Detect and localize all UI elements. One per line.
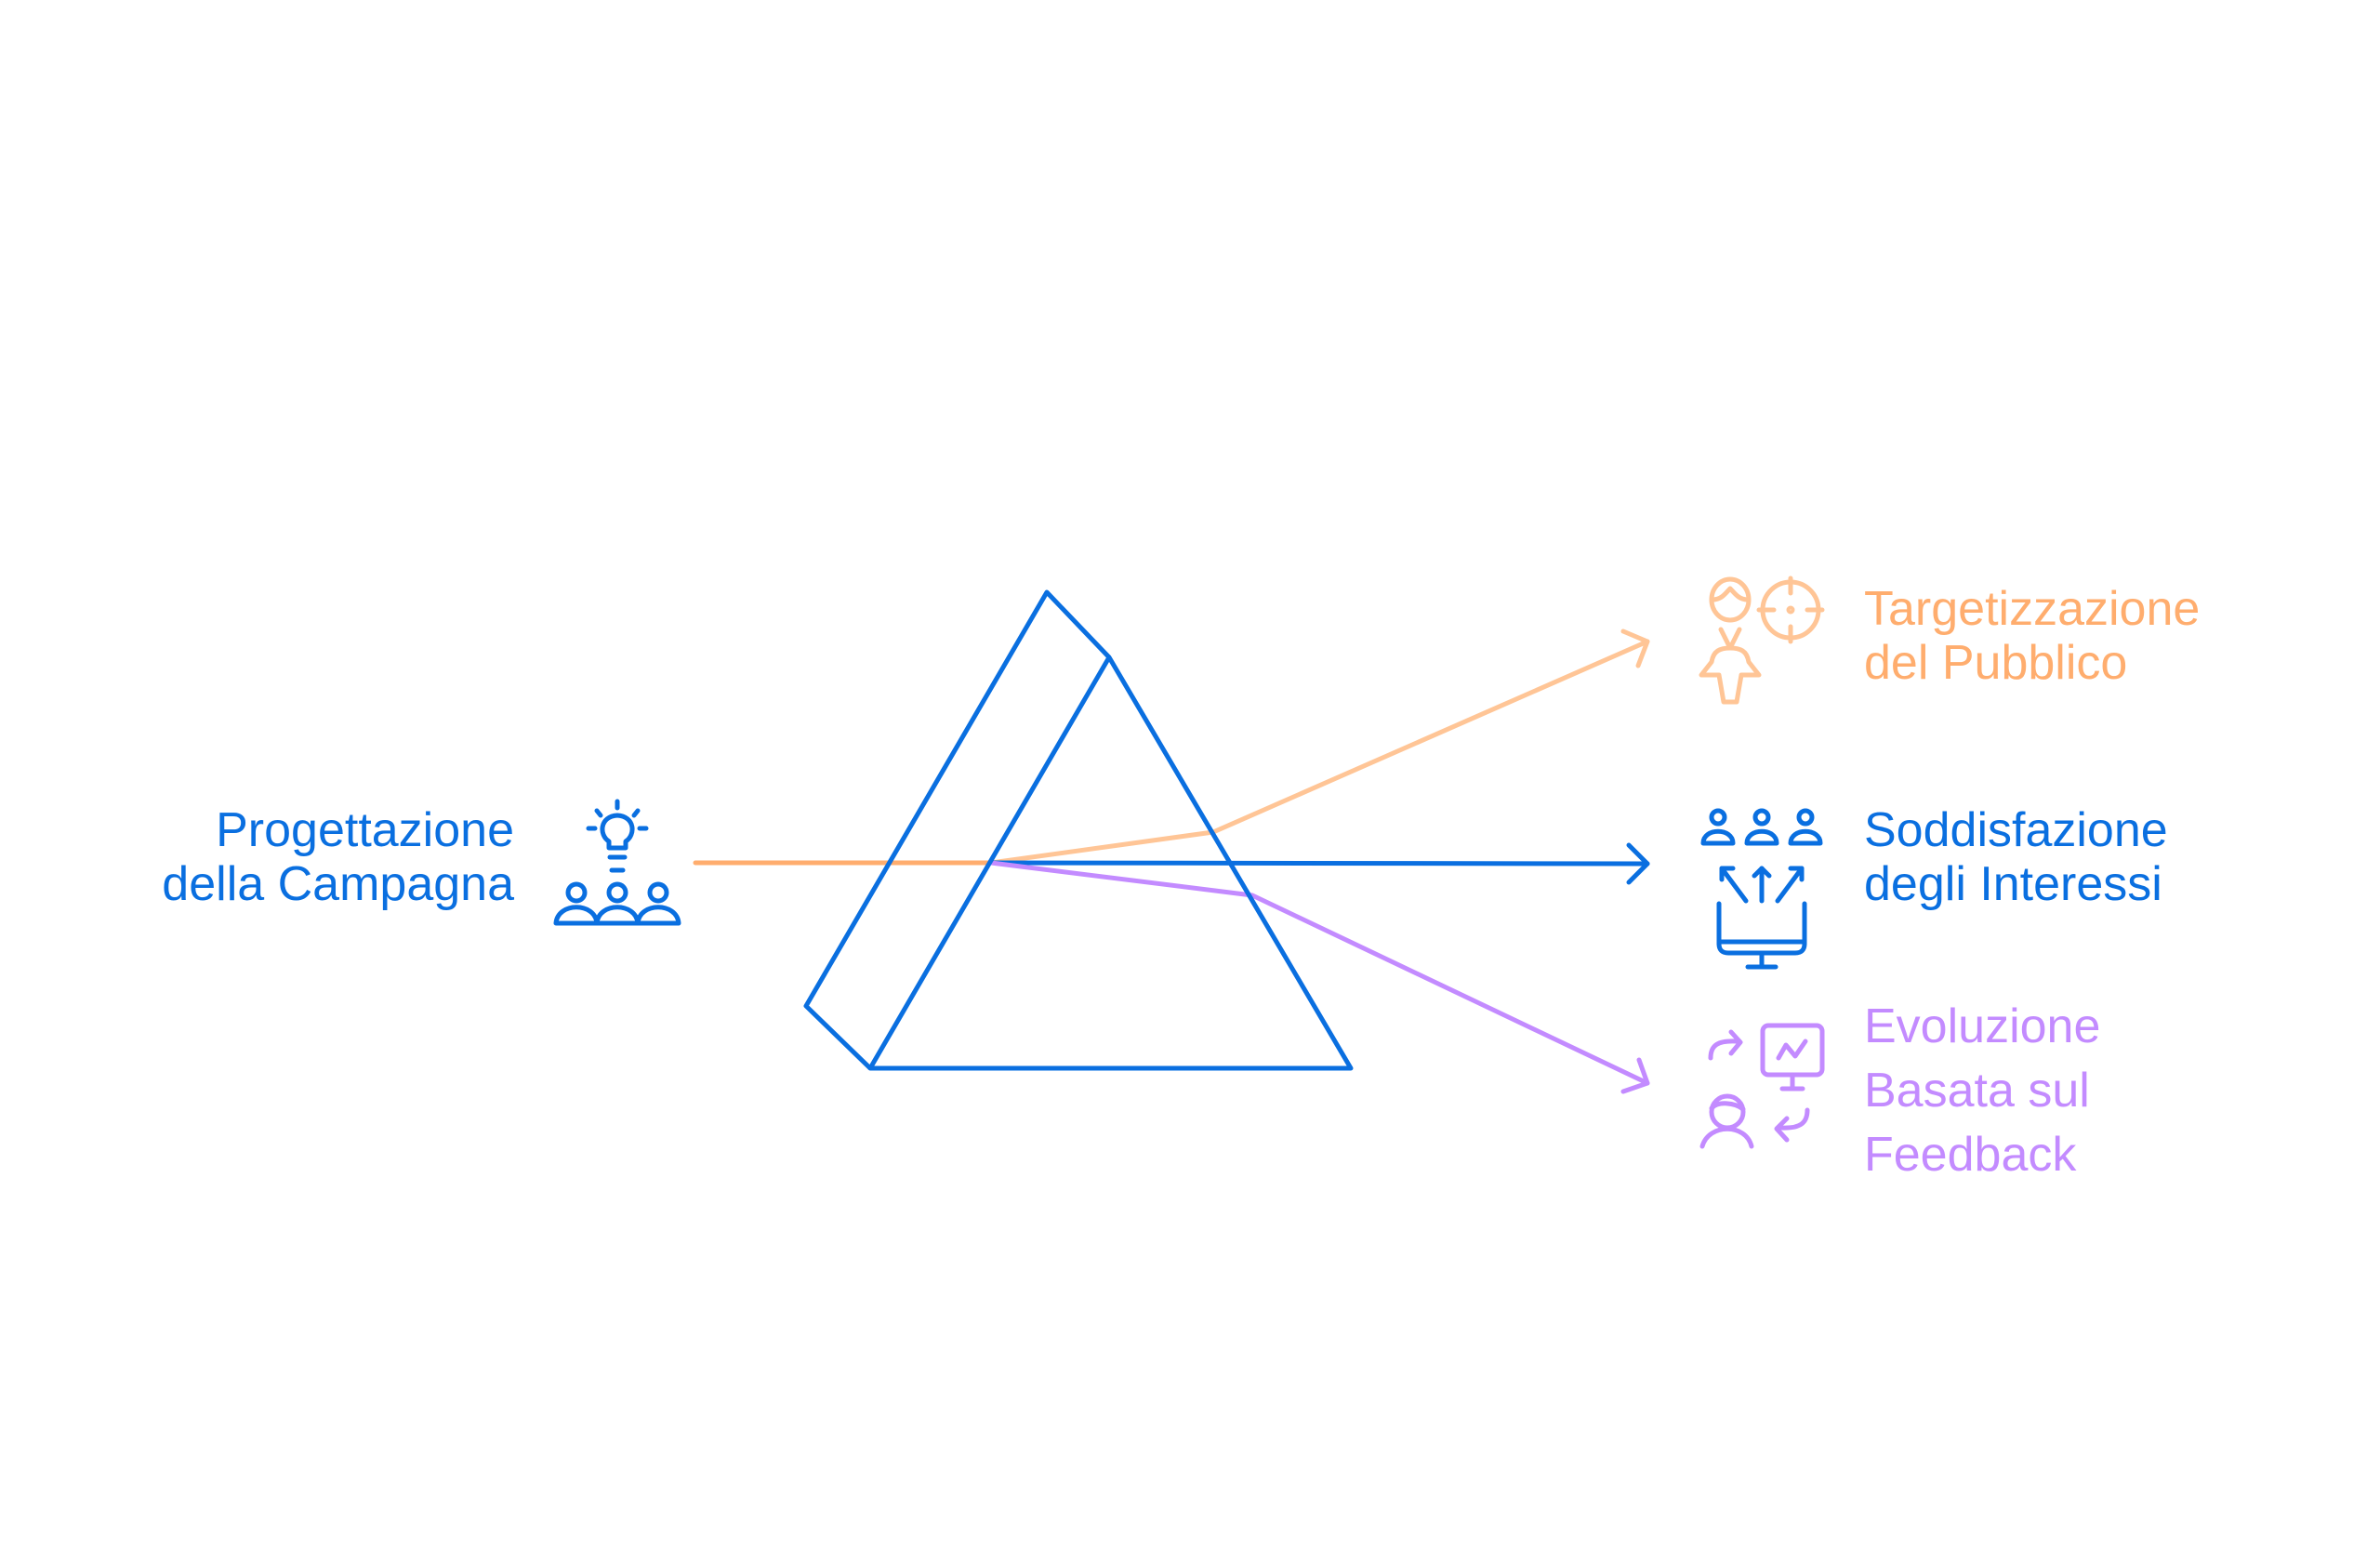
source-label: Progettazione della Campagna xyxy=(162,803,514,911)
source-label-line: Progettazione xyxy=(216,803,514,857)
output-label-targeting: Targetizzazione del Pubblico xyxy=(1864,582,2200,690)
person-target-icon xyxy=(1699,576,1825,705)
output-label-line: del Pubblico xyxy=(1864,636,2128,690)
prism-back-face xyxy=(803,589,1111,1070)
source-label-line: della Campagna xyxy=(162,857,514,911)
output-label-line: Soddisfazione xyxy=(1864,803,2168,857)
prism-front-face xyxy=(867,655,1354,1071)
ray-interests xyxy=(988,860,1650,867)
arrowhead-feedback xyxy=(1620,1057,1650,1094)
output-label-interests: Soddisfazione degli Interessi xyxy=(1864,803,2168,911)
ray-feedback xyxy=(988,860,1650,1086)
output-label-feedback: Evoluzione Basata sul Feedback xyxy=(1864,995,2100,1187)
output-label-line: Basata sul xyxy=(1864,1064,2090,1118)
output-label-line: Evoluzione xyxy=(1864,999,2101,1053)
feedback-cycle-icon xyxy=(1699,1023,1825,1149)
arrowhead-interests xyxy=(1626,842,1650,885)
prism xyxy=(803,589,1354,1071)
arrowhead-targeting xyxy=(1620,628,1650,668)
output-label-line: Targetizzazione xyxy=(1864,582,2201,636)
output-label-line: Feedback xyxy=(1864,1128,2077,1182)
users-monitor-icon xyxy=(1700,808,1823,970)
lightbulb-team-icon xyxy=(553,799,681,926)
ray-targeting xyxy=(988,639,1650,866)
output-label-line: degli Interessi xyxy=(1864,857,2162,911)
